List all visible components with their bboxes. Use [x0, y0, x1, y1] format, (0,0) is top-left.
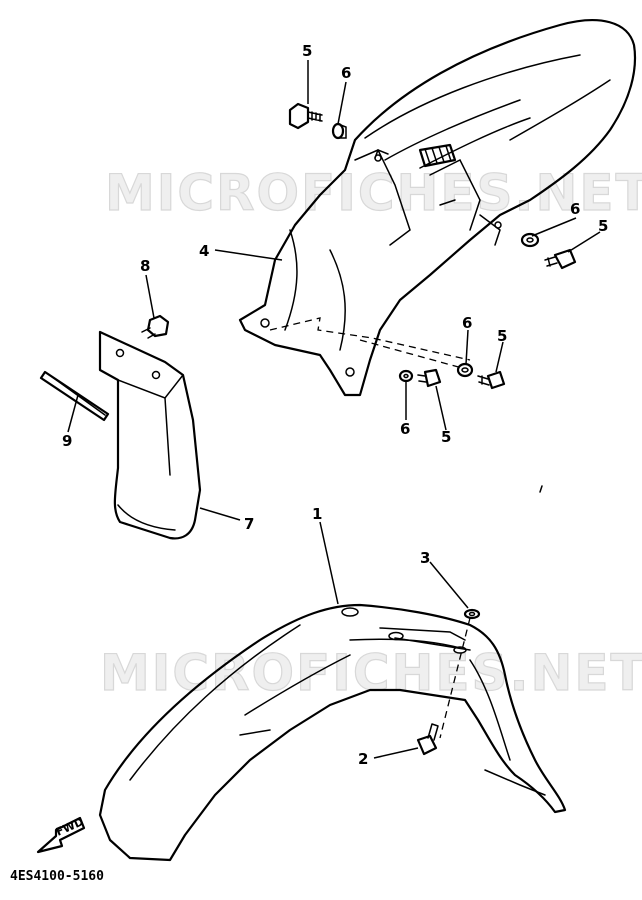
rear-fender — [238, 19, 637, 397]
callout-mud-flap: 7 — [244, 515, 254, 533]
bolt-low — [417, 368, 442, 388]
callout-plate: 9 — [62, 432, 72, 450]
collar-right — [520, 232, 540, 248]
watermark-bottom: MICROFICHES.NET — [100, 644, 642, 702]
flap-bolt — [141, 314, 170, 339]
callout-bolt-front: 2 — [358, 750, 368, 768]
collar-low — [398, 369, 414, 383]
callout-bolt-mid: 5 — [497, 327, 507, 345]
plate — [39, 370, 110, 422]
callout-collar-low: 6 — [400, 420, 410, 438]
callout-rear-fender: 4 — [199, 242, 209, 260]
stray-mark — [539, 485, 543, 493]
bolt-right — [544, 248, 577, 270]
leader-lines — [67, 60, 601, 759]
callout-bolt-top: 5 — [302, 42, 312, 60]
fwd-arrow-icon: FWD — [36, 815, 86, 854]
alignment-line-mid — [359, 339, 463, 369]
diagram-code: 4ES4100-5160 — [10, 869, 104, 884]
mud-flap — [98, 330, 202, 540]
callout-front-fender: 1 — [312, 505, 322, 523]
callout-collar-right: 6 — [570, 200, 580, 218]
bolt-mid — [477, 370, 506, 390]
callout-collar-mid: 6 — [462, 314, 472, 332]
collar-top — [331, 122, 347, 140]
watermark-top: MICROFICHES.NET — [105, 164, 642, 222]
callout-bolt-low: 5 — [441, 428, 451, 446]
washer-front — [463, 608, 481, 620]
callout-washer-front: 3 — [420, 549, 430, 567]
front-fender — [98, 603, 567, 862]
callout-bolt-right: 5 — [598, 217, 608, 235]
bolt-front — [416, 723, 439, 756]
alignment-line-front — [439, 617, 471, 739]
callout-flap-bolt: 8 — [140, 257, 150, 275]
collar-mid — [456, 362, 474, 378]
callout-collar-top: 6 — [341, 64, 351, 82]
bolt-top — [288, 102, 323, 130]
